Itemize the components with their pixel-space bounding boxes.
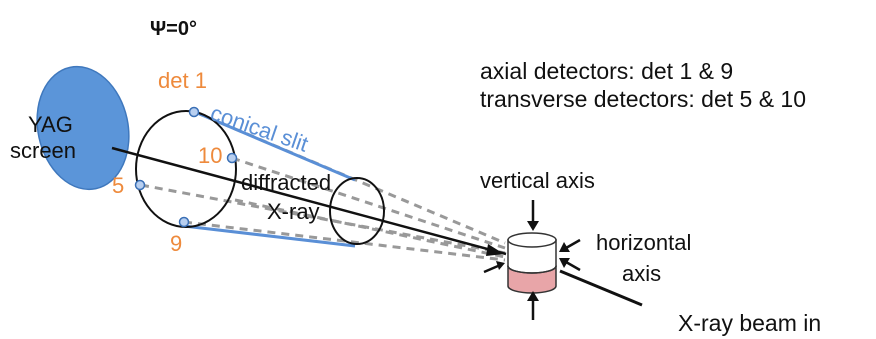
detector-points: [134, 106, 238, 228]
arrow-right-lower-head: [559, 258, 570, 268]
beam-arrowhead: [486, 244, 504, 256]
conical-slit-lines: [183, 110, 356, 248]
detector-10-point: [226, 152, 238, 164]
horizontal-axis-label-line2: axis: [622, 261, 661, 286]
conical-slit-label: conical slit: [207, 100, 311, 157]
detector-5-label: 5: [112, 173, 124, 198]
detector-9-label: 9: [170, 231, 182, 256]
detector-ring: [135, 110, 237, 228]
beam-in-label: X-ray beam in: [678, 310, 821, 336]
arrow-right-upper: [565, 238, 581, 250]
yag-label-line1: YAG: [28, 112, 73, 137]
arrow-right-lower: [565, 260, 581, 272]
transverse-detectors-note: transverse detectors: det 5 & 10: [480, 86, 806, 112]
dash-line-mid: [234, 198, 506, 259]
sample-midline: [507, 265, 557, 274]
slit-ring: [329, 177, 385, 245]
beam-line: [111, 146, 507, 256]
arrow-top-head: [527, 221, 539, 231]
diffracted-label-line2: X-ray: [267, 199, 320, 224]
detector-1-point: [188, 106, 200, 118]
detector-1-label: det 1: [158, 68, 207, 93]
axis-arrows: [483, 200, 581, 320]
arrow-left-lower: [483, 264, 499, 274]
sample-cylinder: [507, 232, 557, 294]
detector-9-point: [178, 216, 190, 228]
vertical-axis-label: vertical axis: [480, 168, 595, 193]
arrow-bottom-head: [527, 291, 539, 301]
sample-top-face: [507, 232, 557, 248]
incoming-beam-line: [559, 269, 643, 307]
arrow-left-lower-head: [496, 261, 505, 270]
angle-label: Ψ=0°: [150, 18, 197, 40]
axial-detectors-note: axial detectors: det 1 & 9: [480, 58, 733, 84]
arrow-right-upper-head: [559, 242, 570, 252]
detector-10-label: 10: [198, 143, 222, 168]
horizontal-axis-label-line1: horizontal: [596, 230, 691, 255]
yag-label-line2: screen: [10, 138, 76, 163]
dash-line-det10: [231, 156, 506, 250]
conical-slit-top: [194, 110, 356, 182]
diffracted-label-line1: diffracted: [241, 170, 331, 195]
detector-5-point: [134, 179, 146, 191]
yag-screen-shape: [36, 65, 130, 191]
conical-slit-bottom: [183, 224, 356, 248]
